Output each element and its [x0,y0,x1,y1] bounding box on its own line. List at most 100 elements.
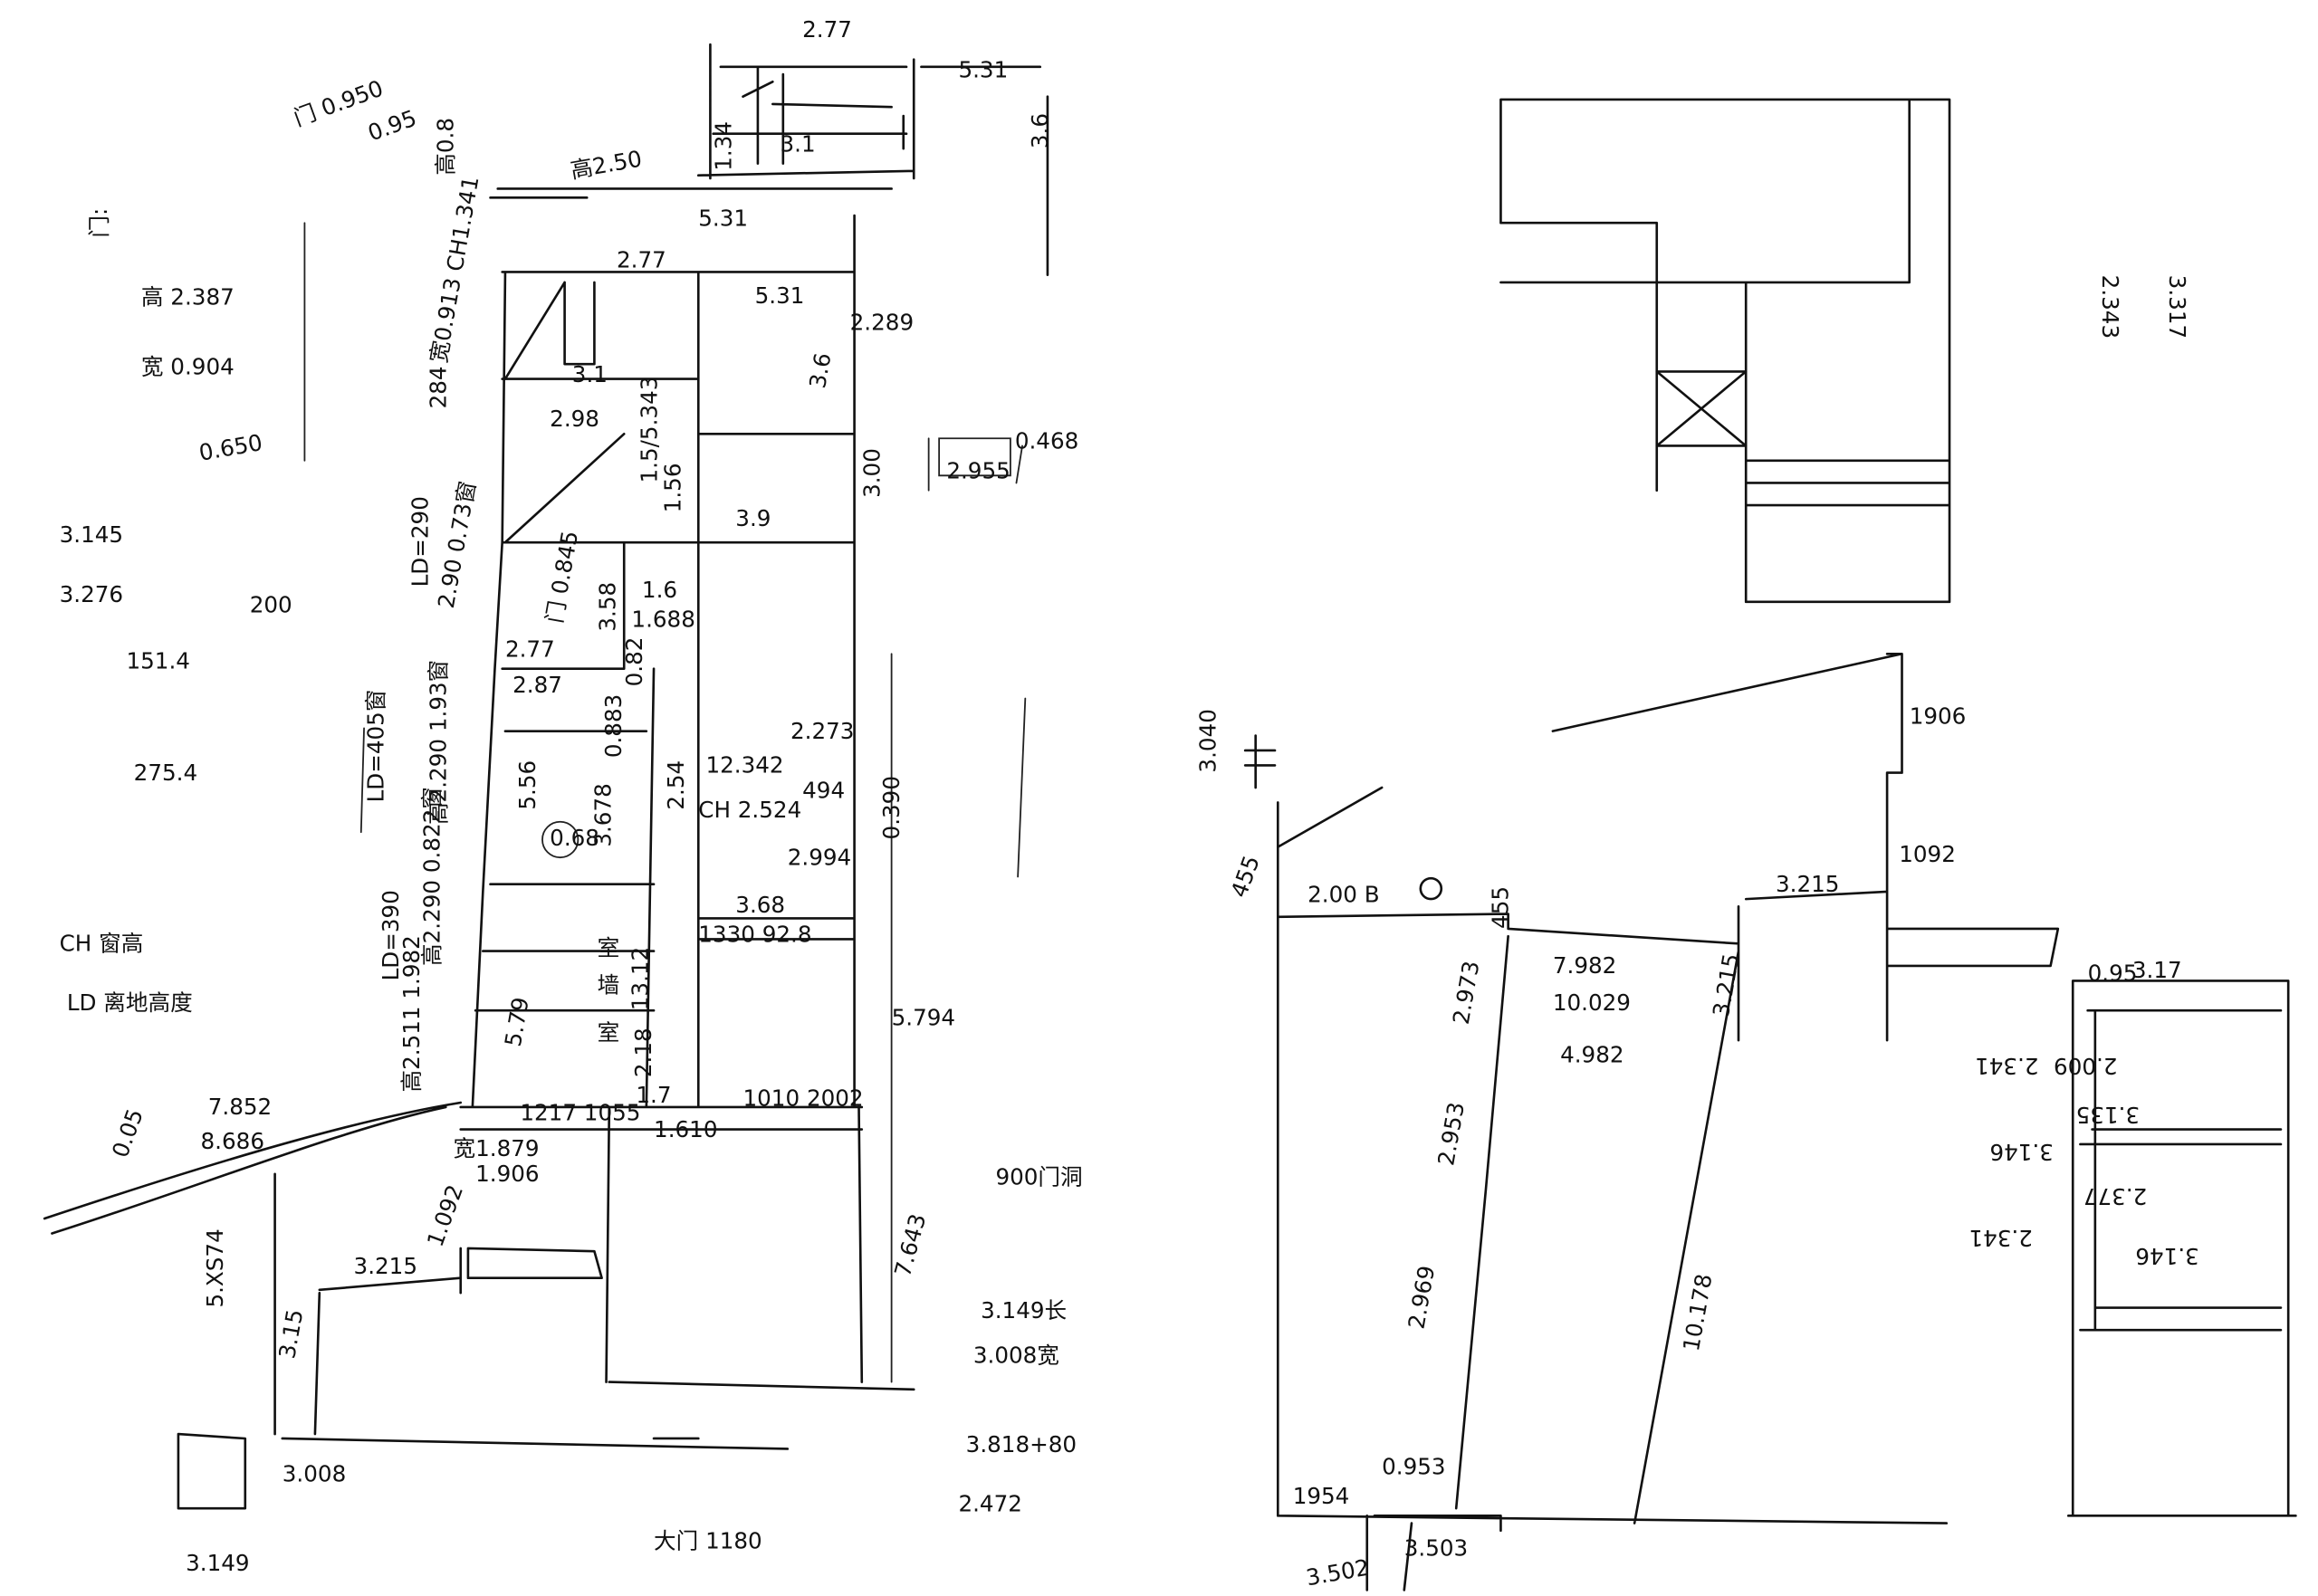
dimension-label: LD=290 [407,496,434,587]
dimension-label: 7.643 [889,1211,931,1280]
dimension-label: 2.472 [958,1490,1021,1516]
dimension-label: LD 离地高度 [67,989,193,1016]
dimension-label: 3.215 [1776,871,1839,897]
dimension-label: 1092 [1899,841,1956,867]
dimension-label: 0.883 [600,694,627,758]
dimension-label: 1217 1055 [520,1100,640,1126]
dimension-label: 3.008 [283,1461,346,1487]
dimension-label: 大门 1180 [654,1527,762,1553]
dimension-label: 2.377 [2083,1183,2147,1209]
hatched-marker [1419,876,1443,901]
dimension-label: 3.68 [735,892,785,918]
dimension-label: 宽 0.904 [141,354,235,380]
dimension-label: 高2.290 1.93窗 [425,660,451,825]
dimension-label: 0.953 [1382,1453,1445,1479]
dimension-label: 2.341 [1975,1053,2038,1079]
dimension-label: 1.906 [475,1161,539,1187]
dimension-label: 8.686 [201,1128,264,1154]
dimension-label: 2.90 0.73窗 [433,479,481,610]
right-top-walls [1499,98,1951,604]
dimension-label: 3.149长 [981,1297,1067,1324]
dimension-label: 5.31 [958,56,1008,82]
dimension-label: LD=390 [378,890,404,980]
dimension-label: 1.5/5.343 [636,377,662,483]
dimension-label: 5.56 [514,760,541,810]
dimension-label: 1.610 [654,1116,717,1142]
marked-circle [541,820,580,859]
dimension-label: 5.XS74 [202,1228,228,1307]
dimension-label: 284 [425,366,451,408]
dimension-label: 200 [250,591,292,617]
dimension-label: 3.276 [60,581,123,607]
top-ceiling-line [489,187,893,199]
dimension-label: 宽1.879 [454,1135,540,1161]
dimension-label: CH 2.524 [698,797,801,823]
left-plan-walls [43,43,1049,1510]
dimension-label: 3.15 [273,1307,308,1361]
dimension-label: 3.149 [186,1550,249,1576]
dimension-label: 0.95 [2088,960,2138,986]
dimension-label: 2.953 [1432,1100,1470,1167]
dimension-label: 5.31 [755,282,805,309]
dimension-label: CH 窗高 [60,931,144,957]
dimension-label: 3.6 [804,351,836,391]
dimension-label: 2.98 [550,406,599,432]
right-top-plan [1499,98,1951,604]
dimension-label: 2.77 [802,16,852,43]
dimension-label: 0.95 [364,105,419,147]
dimension-label: 7.982 [1553,952,1616,979]
dimension-label: 2.994 [788,844,851,870]
dimension-label: 高 2.387 [141,284,235,311]
dimension-label: 0.68 [550,825,599,851]
dimension-label: 2.343 [2097,275,2123,339]
dimension-label: 3.040 [1194,709,1221,772]
dimension-label: 高2.290 0.822窗 [419,787,445,966]
dimension-label: 0.650 [197,429,264,466]
dimension-label: 10.178 [1678,1272,1718,1353]
dimension-label: 13.12 [627,947,653,1010]
dimension-label: 1.6 [642,577,677,603]
dimension-label: 1906 [1910,702,1967,729]
dimension-label: 151.4 [126,648,189,674]
dimension-label: 5.31 [698,205,748,232]
dimension-label: 3.146 [1989,1139,2053,1165]
dimension-label: 455 [1488,886,1514,929]
street-lines [43,1101,463,1235]
dimension-label: 2.77 [617,246,666,272]
dimension-label: 455 [1226,852,1265,901]
dimension-label: 2.273 [790,718,854,744]
dimension-label: 1.688 [631,607,694,633]
dimension-label: 7.852 [208,1094,272,1120]
dimension-label: 3.503 [1404,1535,1468,1562]
dimension-label: 2.955 [946,458,1010,484]
dimension-label: 12.342 [705,752,783,779]
dimension-label: 1.34 [710,121,736,171]
dimension-label: 门: [86,208,112,238]
dimension-label: 室 [598,1019,620,1046]
dimension-label: 1010 2002 [743,1085,864,1111]
dimension-label: 3.146 [2135,1243,2198,1269]
dimension-label: LD=405窗 [362,690,388,803]
dimension-label: 5.79 [500,995,534,1048]
dimension-label: 2.87 [512,672,562,698]
dimension-label: 2.009 [2054,1053,2117,1079]
dimension-label: 宽0.913 CH1.341 [426,174,484,365]
dimension-label: 高2.50 [569,146,644,184]
dimension-label: 0.390 [878,776,905,839]
dimension-label: 2.54 [663,760,689,810]
dimension-label: 3.6 [1027,113,1053,148]
dimension-label: 5.794 [892,1005,955,1031]
dimension-label: 2.00 B [1307,881,1379,907]
dimension-label: 2.18 [630,1027,656,1077]
outer-guides [303,222,1027,1383]
dimension-label: 0.82 [621,637,647,687]
dimension-label: 275.4 [134,760,197,786]
dimension-label: 2.289 [850,309,914,335]
dimension-label: 3.1 [572,361,608,387]
lower-rooms [177,1105,915,1510]
dimension-label: 墙 [598,972,620,999]
right-bottom-walls [1243,652,2297,1591]
dimension-label: 3.502 [1304,1554,1371,1591]
